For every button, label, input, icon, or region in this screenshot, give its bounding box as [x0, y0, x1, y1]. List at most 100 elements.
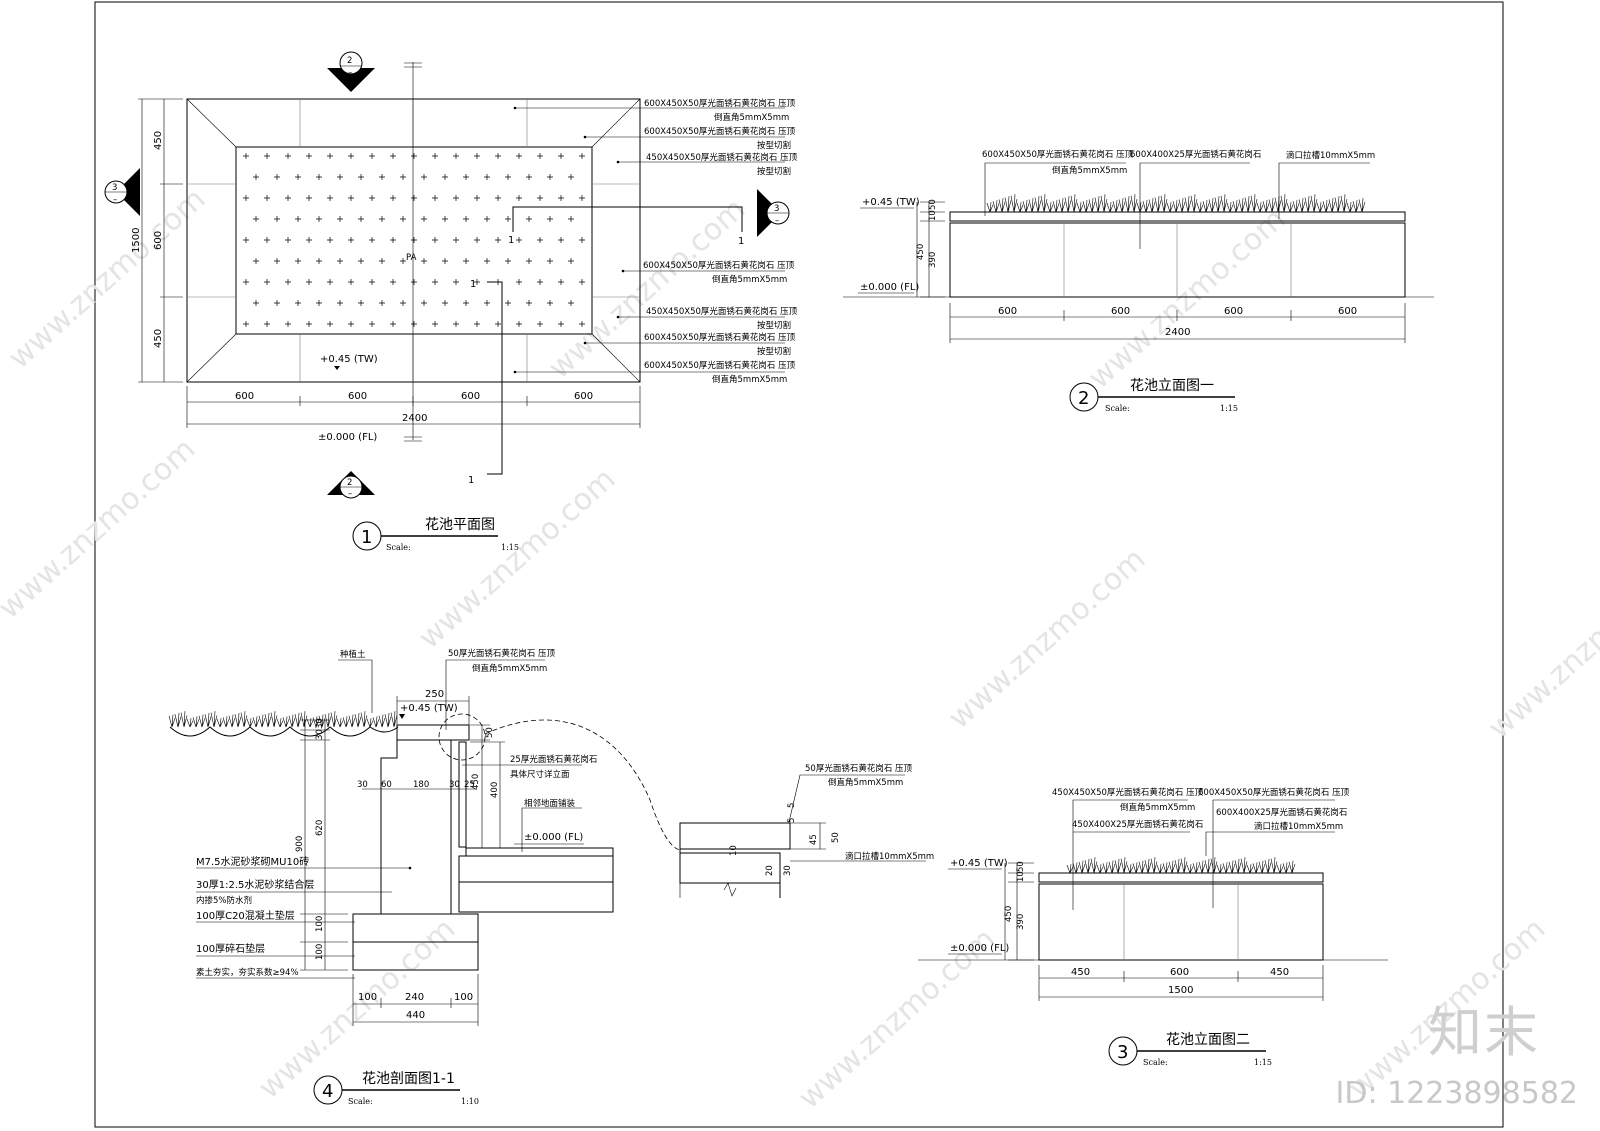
plant-symbol	[568, 300, 574, 306]
plant-symbol	[558, 153, 564, 159]
plant-symbol	[295, 174, 301, 180]
svg-text:1:15: 1:15	[1220, 404, 1238, 413]
plant-symbol	[348, 321, 354, 327]
svg-text:Scale:: Scale:	[1143, 1058, 1168, 1067]
plant-symbol	[568, 216, 574, 222]
plant-symbol	[327, 153, 333, 159]
plan-note: 600X450X50厚光面锈石黄花岗石 压顶	[643, 260, 795, 271]
plant-symbol	[243, 321, 249, 327]
plan-note: 600X450X50厚光面锈石黄花岗石 压顶	[644, 332, 796, 343]
svg-text:400: 400	[490, 782, 500, 798]
svg-text:50: 50	[831, 832, 841, 843]
plan-pa-label: PA	[406, 253, 417, 263]
plant-symbol	[453, 195, 459, 201]
svg-text:600: 600	[1170, 967, 1189, 978]
plan-view: PA 1 1 1 1 2 – 2 – 3 –	[104, 51, 798, 552]
svg-text:倒直角5mmX5mm: 倒直角5mmX5mm	[472, 663, 547, 674]
plant-symbol	[432, 195, 438, 201]
plant-symbol	[537, 237, 543, 243]
plan-note: 600X450X50厚光面锈石黄花岗石 压顶	[644, 360, 796, 371]
plant-symbol	[432, 153, 438, 159]
plant-symbol	[442, 174, 448, 180]
svg-text:3: 3	[1117, 1042, 1128, 1063]
svg-text:Scale:: Scale:	[1105, 404, 1130, 413]
plant-symbol	[516, 237, 522, 243]
plant-symbol	[411, 195, 417, 201]
svg-text:600: 600	[1111, 306, 1130, 317]
plant-symbol	[274, 300, 280, 306]
watermark-text: www.znzmo.com	[942, 542, 1152, 736]
plant-symbol	[484, 258, 490, 264]
svg-text:100厚C20混凝土垫层: 100厚C20混凝土垫层	[196, 909, 295, 922]
svg-text:900: 900	[295, 836, 305, 852]
plant-symbol	[327, 195, 333, 201]
svg-text:+0.45 (TW): +0.45 (TW)	[400, 703, 458, 714]
svg-text:1:10: 1:10	[461, 1097, 479, 1106]
svg-text:250: 250	[425, 689, 444, 700]
plant-symbol	[369, 321, 375, 327]
plant-symbol	[316, 300, 322, 306]
plant-symbol	[390, 237, 396, 243]
svg-text:600X450X50厚光面锈石黄花岗石 压顶: 600X450X50厚光面锈石黄花岗石 压顶	[982, 149, 1134, 160]
svg-text:M7.5水泥砂浆砌MU10砖: M7.5水泥砂浆砌MU10砖	[196, 855, 309, 868]
plant-symbol	[295, 300, 301, 306]
plant-symbol	[264, 153, 270, 159]
plant-symbol	[537, 321, 543, 327]
plant-symbol	[495, 321, 501, 327]
plan-note: 倒直角5mmX5mm	[712, 374, 787, 385]
watermark-logo: 知末	[1428, 1001, 1540, 1064]
svg-text:440: 440	[406, 1010, 425, 1021]
plant-symbol	[484, 174, 490, 180]
plant-symbol	[579, 195, 585, 201]
svg-text:25厚光面锈石黄花岗石: 25厚光面锈石黄花岗石	[510, 754, 597, 765]
plant-symbol	[579, 153, 585, 159]
svg-text:5: 5	[787, 818, 797, 823]
section-coping	[396, 724, 470, 741]
svg-text:+0.45 (TW): +0.45 (TW)	[862, 197, 920, 208]
section-soil-line	[169, 726, 399, 737]
svg-text:390: 390	[1016, 914, 1026, 930]
plant-symbol	[264, 195, 270, 201]
svg-text:倒直角5mmX5mm: 倒直角5mmX5mm	[828, 777, 903, 788]
svg-text:滴口拉槽10mmX5mm: 滴口拉槽10mmX5mm	[845, 851, 934, 862]
watermark-id: ID: 1223898582	[1335, 1076, 1578, 1111]
plan-note: 600X450X50厚光面锈石黄花岗石 压顶	[644, 98, 796, 109]
svg-text:620: 620	[315, 820, 325, 836]
svg-text:45: 45	[809, 834, 819, 845]
plant-symbol	[484, 216, 490, 222]
svg-text:390: 390	[928, 252, 938, 268]
svg-text:1:15: 1:15	[501, 543, 519, 552]
plant-symbol	[505, 216, 511, 222]
plant-symbol	[537, 279, 543, 285]
section-title-block: 4 花池剖面图1-1 Scale: 1:10	[313, 1071, 479, 1106]
watermark-text: www.znzmo.com	[1082, 202, 1292, 396]
plan-note: 450X450X50厚光面锈石黄花岗石 压顶	[646, 152, 798, 163]
svg-text:30: 30	[449, 780, 460, 790]
plant-symbol	[421, 258, 427, 264]
plant-symbol	[495, 153, 501, 159]
plant-symbol	[379, 216, 385, 222]
svg-text:60: 60	[381, 780, 392, 790]
plant-symbol	[264, 321, 270, 327]
svg-text:花池剖面图1-1: 花池剖面图1-1	[362, 1071, 455, 1087]
svg-text:50厚光面锈石黄花岗石 压顶: 50厚光面锈石黄花岗石 压顶	[805, 763, 913, 774]
plan-note: 倒直角5mmX5mm	[714, 112, 789, 123]
plant-symbol	[337, 300, 343, 306]
plant-symbol	[400, 258, 406, 264]
plant-symbol	[516, 153, 522, 159]
section-marker-bottom: 2 –	[327, 471, 375, 499]
plant-symbol	[285, 195, 291, 201]
drawing-number: 1	[361, 527, 372, 548]
plant-symbol	[327, 237, 333, 243]
plan-dim: 600	[235, 391, 254, 402]
plan-elev-tw: +0.45 (TW)	[320, 354, 378, 365]
plant-symbol	[358, 300, 364, 306]
plan-note: 按型切割	[757, 346, 791, 357]
plant-symbol	[285, 153, 291, 159]
plant-symbol	[474, 153, 480, 159]
elev2-coping	[1038, 872, 1324, 883]
svg-text:30厚1:2.5水泥砂浆结合层: 30厚1:2.5水泥砂浆结合层	[196, 878, 314, 891]
plan-dim-left-total: 1500	[131, 228, 142, 253]
plant-symbol	[526, 216, 532, 222]
